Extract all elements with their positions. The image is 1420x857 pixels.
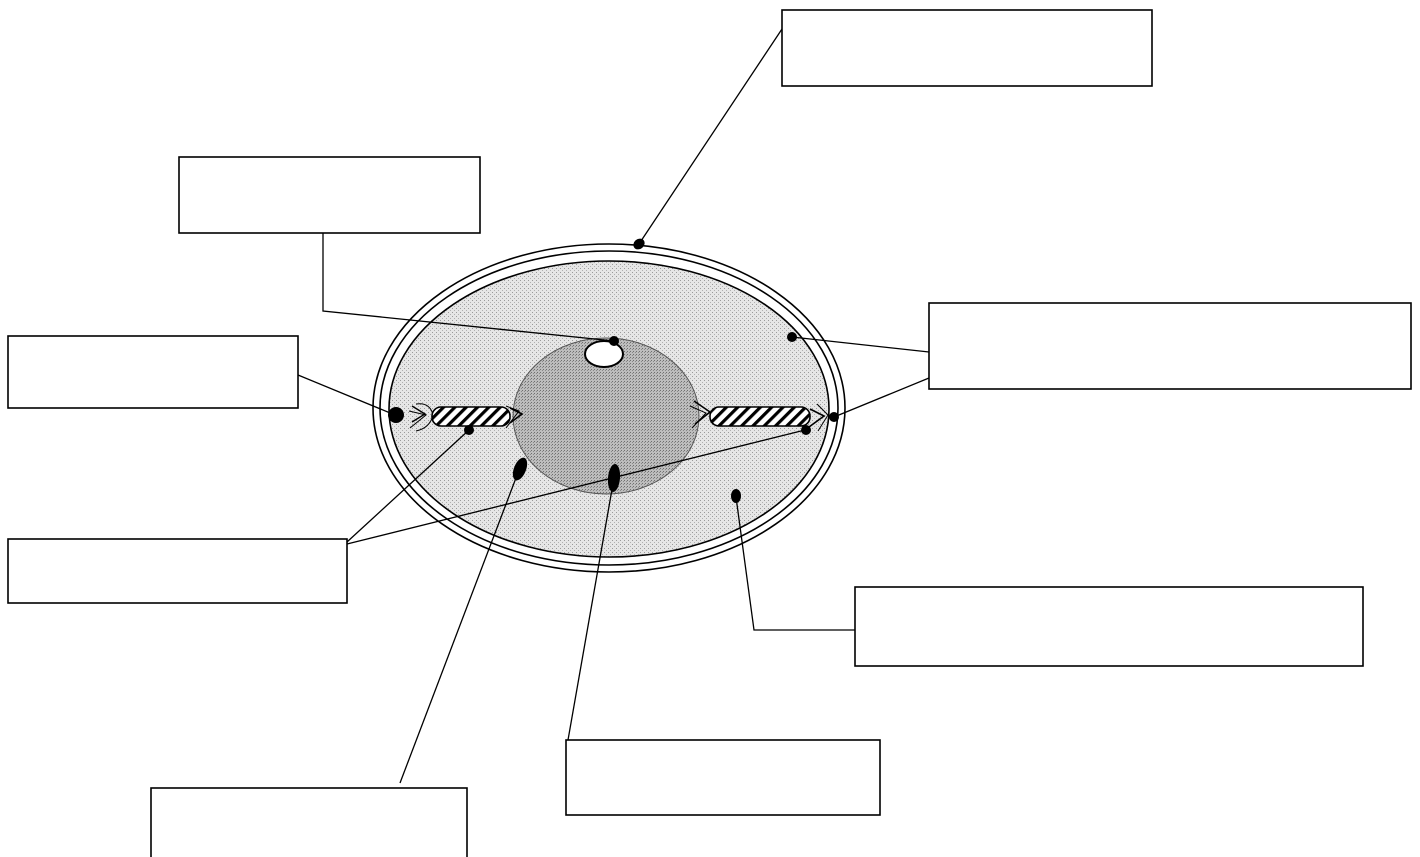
label-box-cytoplasm (929, 303, 1411, 389)
label-box-nucleus-edge (151, 788, 467, 857)
label-box-spindle-bodies (8, 539, 347, 603)
dot-right-pole (829, 412, 839, 422)
label-box-outer-region (855, 587, 1363, 666)
label-box-outer-membrane (782, 10, 1152, 86)
dot-nucleolus (609, 336, 619, 346)
label-box-nucleus (566, 740, 880, 815)
dot-left-spindle (464, 425, 474, 435)
dot-right-spindle (801, 425, 811, 435)
right-spindle-hatched-bar (710, 407, 810, 426)
leader-outer-membrane (639, 29, 782, 244)
label-box-left-pole (8, 336, 298, 408)
nucleolus-body (585, 341, 623, 367)
dot-outer-region (731, 489, 741, 503)
label-box-nucleolus (179, 157, 480, 233)
left-spindle-hatched-bar (432, 407, 510, 426)
dot-cytoplasm (787, 332, 797, 342)
dot-left-pole (388, 407, 404, 423)
leader-right-pole (834, 378, 929, 417)
